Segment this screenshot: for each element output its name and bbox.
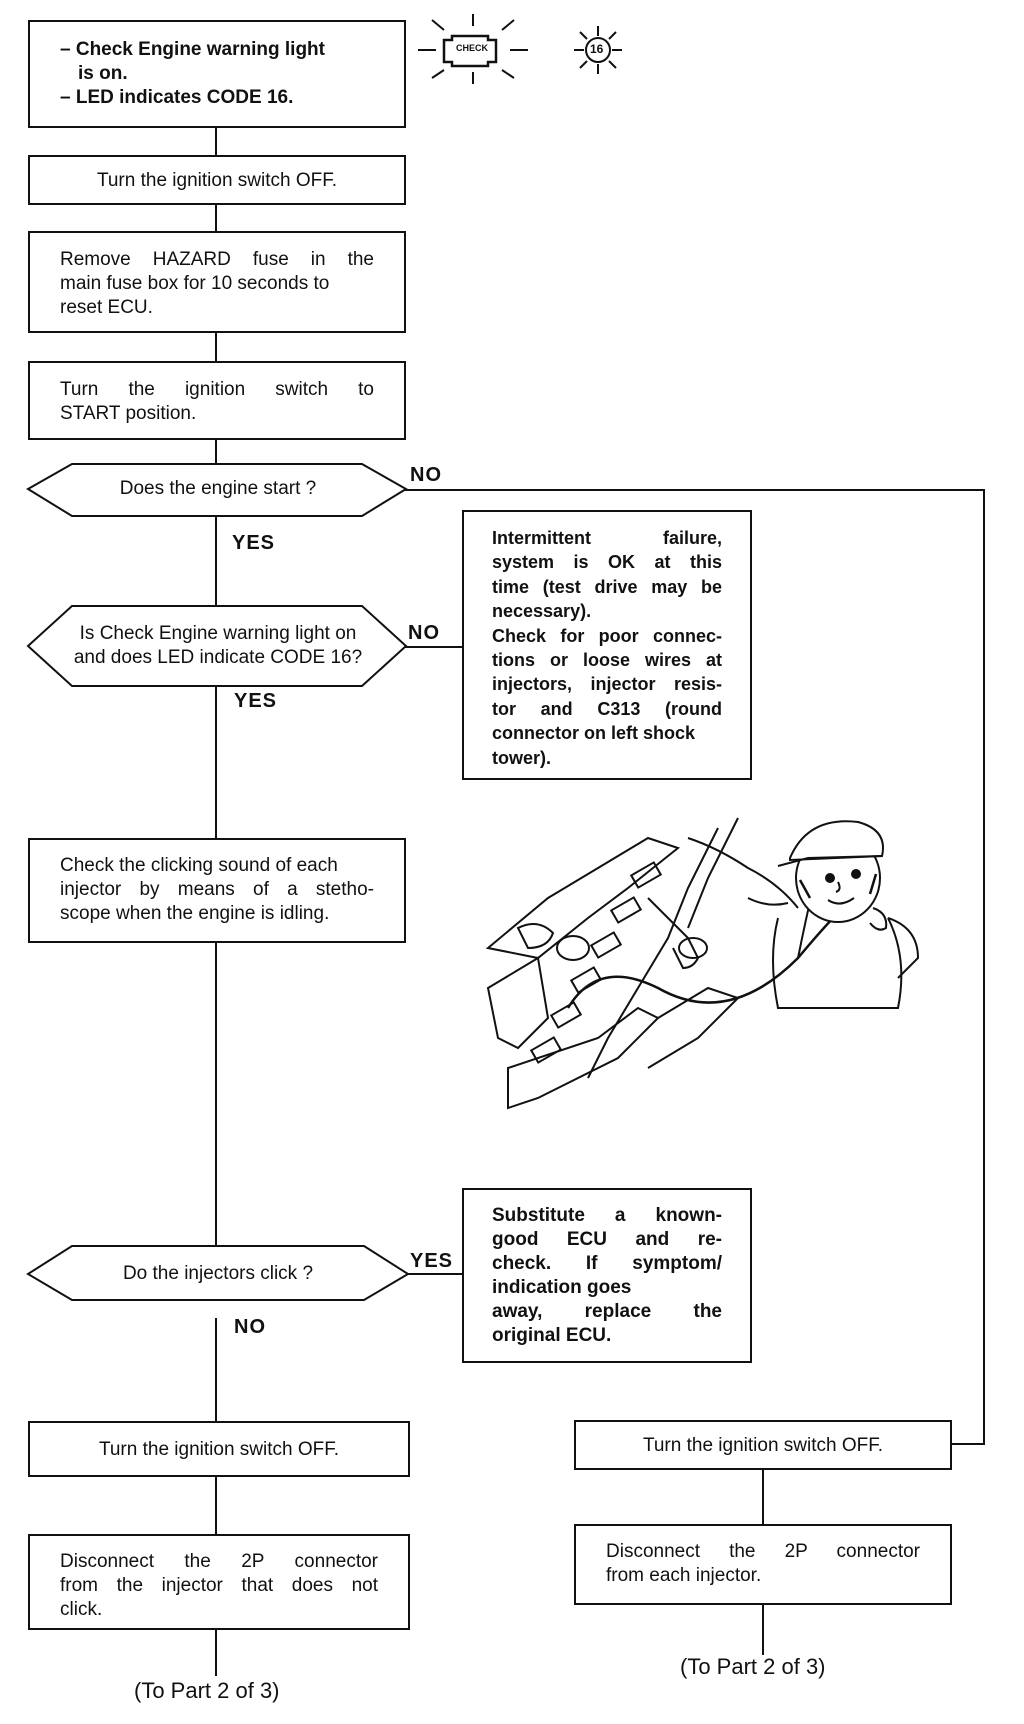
start-condition-box: – Check Engine warning light is on. – LE… (28, 20, 406, 128)
disc-left-line-1: Disconnect the 2P connector (60, 1551, 378, 1572)
step-remove-hazard-fuse: Remove HAZARD fuse in the main fuse box … (28, 231, 406, 333)
label-yes-injectors: YES (410, 1250, 454, 1272)
decision-engine-start-shape (26, 463, 408, 517)
connector-line (215, 1630, 217, 1676)
ecu-line: check. If symptom/ (492, 1253, 722, 1274)
connector-line (215, 1477, 217, 1534)
connector-line (405, 646, 462, 648)
info-line: tower). (492, 747, 552, 768)
to-part-2-left: (To Part 2 of 3) (134, 1678, 280, 1703)
start-line-1: – Check Engine warning light (60, 39, 325, 60)
step-disconnect-right: Disconnect the 2P connector from each in… (574, 1524, 952, 1605)
connector-line (951, 1443, 985, 1445)
decision-check-light: Is Check Engine warning light on and doe… (50, 622, 386, 670)
code-16-led-icon: 16 (574, 26, 622, 74)
step-ignition-off-right-text: Turn the ignition switch OFF. (642, 1435, 884, 1456)
connector-line (762, 1605, 764, 1655)
stetho-line-1: Check the clicking sound of each (60, 855, 338, 876)
hazard-line-3: reset ECU. (60, 297, 153, 318)
substitute-ecu-note: Substitute a known- good ECU and re- che… (462, 1188, 752, 1363)
step-ignition-off-left-text: Turn the ignition switch OFF. (98, 1439, 340, 1460)
step-ignition-off-text: Turn the ignition switch OFF. (96, 170, 338, 191)
stetho-line-2: injector by means of a stetho- (60, 879, 374, 900)
hazard-line-2: main fuse box for 10 seconds to (60, 273, 330, 294)
to-part-2-right: (To Part 2 of 3) (680, 1654, 826, 1679)
decision-check-light-line-1: Is Check Engine warning light on (79, 623, 357, 644)
decision-check-light-line-2: and does LED indicate CODE 16? (73, 647, 363, 668)
step-check-clicking-sound: Check the clicking sound of each injecto… (28, 838, 406, 943)
connector-line (762, 1470, 764, 1524)
step-ignition-off: Turn the ignition switch OFF. (28, 155, 406, 205)
connector-line (215, 943, 217, 1268)
step-ignition-off-left: Turn the ignition switch OFF. (28, 1421, 410, 1477)
label-no-injectors: NO (234, 1316, 266, 1338)
start-line-3: – LED indicates CODE 16. (60, 87, 294, 108)
hazard-line-1: Remove HAZARD fuse in the (60, 249, 374, 270)
start-line-2: is on. (78, 63, 128, 84)
connector-line (215, 205, 217, 231)
info-line: Check for poor connec- (492, 625, 722, 646)
check-icon-label: CHECK (456, 43, 489, 53)
disc-left-line-3: click. (60, 1599, 103, 1620)
connector-line (215, 333, 217, 361)
info-line: Intermittent failure, (492, 528, 722, 548)
decision-engine-start: Does the engine start ? (119, 478, 317, 499)
disc-left-line-2: from the injector that does not (60, 1575, 378, 1596)
check-engine-icon: CHECK (418, 14, 528, 84)
connector-line (405, 489, 985, 491)
start-line-b: START position. (60, 403, 197, 424)
disc-right-line-1: Disconnect the 2P connector (606, 1541, 920, 1562)
info-line: necessary). (492, 601, 592, 622)
info-line: connector on left shock (492, 723, 696, 744)
decision-injectors-click-shape (26, 1245, 410, 1301)
stetho-line-3: scope when the engine is idling. (60, 903, 330, 924)
disc-right-line-2: from each injector. (606, 1565, 762, 1586)
step-disconnect-left: Disconnect the 2P connector from the inj… (28, 1534, 410, 1630)
decision-check-light-shape (26, 605, 408, 687)
label-yes-engine-start: YES (232, 532, 276, 554)
ecu-line: Substitute a known- (492, 1205, 722, 1226)
connector-line (983, 489, 985, 1445)
info-line: tor and C313 (round (492, 698, 722, 719)
label-no-check-light: NO (408, 622, 440, 644)
info-line: tions or loose wires at (492, 650, 722, 671)
info-line: injectors, injector resis- (492, 674, 722, 695)
label-no-engine-start: NO (410, 464, 442, 486)
info-line: system is OK at this (492, 552, 722, 573)
connector-line (215, 128, 217, 155)
decision-injectors-click: Do the injectors click ? (122, 1263, 314, 1284)
mechanic-stethoscope-illustration (478, 808, 928, 1128)
code-badge-label: 16 (590, 42, 604, 56)
info-line: time (test drive may be (492, 576, 722, 597)
ecu-line: indication goes (492, 1277, 632, 1298)
connector-line (215, 686, 217, 838)
connector-line (215, 440, 217, 464)
start-line-a: Turn the ignition switch to (60, 379, 374, 400)
step-start-position: Turn the ignition switch to START positi… (28, 361, 406, 440)
label-yes-check-light: YES (234, 690, 278, 712)
ecu-line: original ECU. (492, 1325, 612, 1346)
connector-line (215, 516, 217, 606)
connector-line (407, 1273, 462, 1275)
ecu-line: away, replace the (492, 1301, 722, 1322)
intermittent-failure-note: Intermittent failure, system is OK at th… (462, 510, 752, 780)
ecu-line: good ECU and re- (492, 1229, 722, 1250)
connector-line (215, 1318, 217, 1421)
step-ignition-off-right: Turn the ignition switch OFF. (574, 1420, 952, 1470)
